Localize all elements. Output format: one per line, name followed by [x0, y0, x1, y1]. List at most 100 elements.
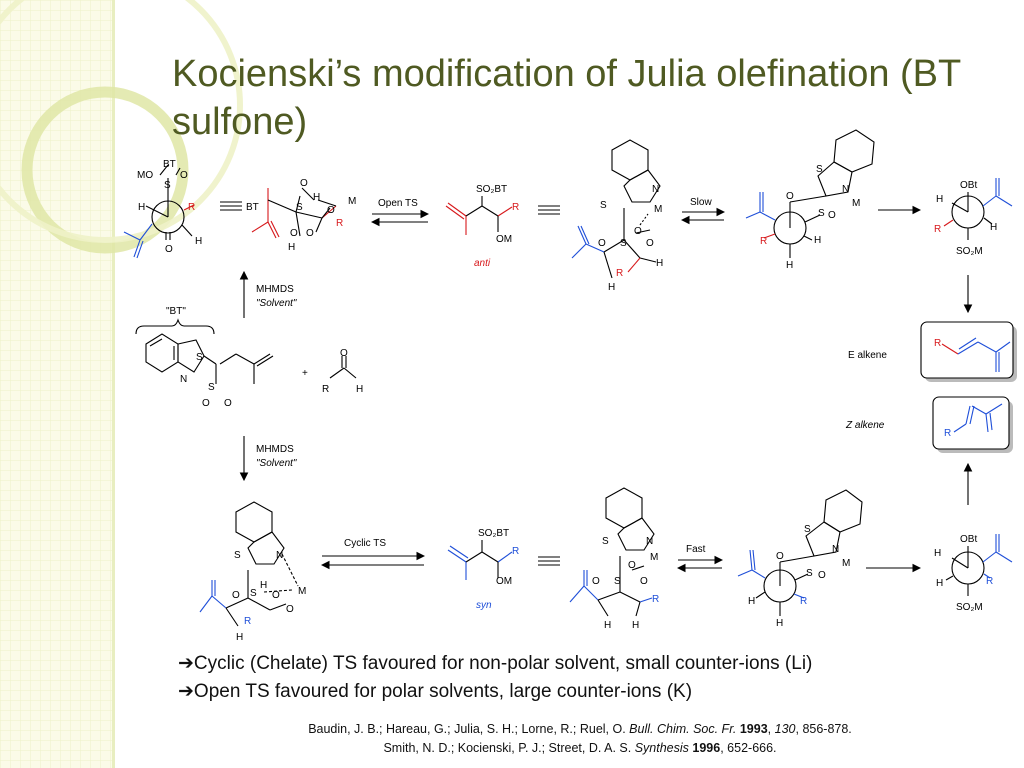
atom-O: O — [306, 228, 314, 239]
atom-S: S — [164, 180, 171, 191]
label-slow: Slow — [690, 197, 712, 208]
atom-S: S — [602, 536, 609, 547]
atom-M: M — [852, 198, 860, 209]
label-bt: "BT" — [166, 306, 186, 317]
atom-O: O — [646, 238, 654, 249]
reference-1: Baudin, J. B.; Hareau, G.; Julia, S. H.;… — [308, 722, 852, 736]
atom-O: O — [180, 170, 188, 181]
spiro-intermediate-syn — [737, 489, 863, 616]
atom-H: H — [356, 384, 363, 395]
atom-H: H — [260, 580, 267, 591]
label-solvent-top: "Solvent" — [256, 298, 297, 309]
label-cyclic-ts: Cyclic TS — [344, 538, 386, 549]
atom-H: H — [776, 618, 783, 629]
atom-O: O — [776, 551, 784, 562]
atom-R: R — [322, 384, 329, 395]
reference-2: Smith, N. D.; Kocienski, P. J.; Street, … — [383, 741, 777, 755]
label-mhmds-bottom: MHMDS — [256, 444, 294, 455]
atom-H: H — [288, 242, 295, 253]
bt-sulfone-chelate-cyclic — [199, 501, 299, 627]
atom-S: S — [600, 200, 607, 211]
atom-R: R — [616, 268, 623, 279]
atom-S: S — [296, 202, 303, 213]
atom-O: O — [286, 604, 294, 615]
bt-sulfone-chelate-open — [571, 139, 661, 279]
ref-year: 1996 — [692, 741, 721, 755]
atom-N: N — [646, 536, 653, 547]
atom-O: O — [628, 560, 636, 571]
label-mhmds-top: MHMDS — [256, 284, 294, 295]
atom-MO: MO — [137, 170, 153, 181]
atom-BT: BT — [163, 159, 176, 170]
atom-H: H — [195, 236, 202, 247]
atom-N: N — [276, 550, 283, 561]
atom-N: N — [842, 184, 849, 195]
anti-alkoxide — [445, 196, 513, 235]
atom-R: R — [934, 224, 941, 235]
label-syn: syn — [476, 600, 492, 611]
atom-S: S — [234, 550, 241, 561]
allyl-bt-sulfone — [145, 333, 274, 384]
label-e-alkene: E alkene — [848, 350, 887, 361]
atom-O: O — [232, 590, 240, 601]
sawhorse-anti-alkoxide — [251, 187, 337, 239]
equivalence-3 — [538, 556, 560, 566]
ref-authors: Baudin, J. B.; Hareau, G.; Julia, S. H.;… — [308, 722, 626, 736]
deco-ring-outer — [0, 0, 243, 243]
atom-R: R — [944, 428, 951, 439]
atom-O: O — [202, 398, 210, 409]
atom-O: O — [272, 590, 280, 601]
atom-H: H — [990, 222, 997, 233]
atom-O: O — [290, 228, 298, 239]
atom-S: S — [250, 588, 257, 599]
atom-S: S — [818, 208, 825, 219]
equivalence-2 — [538, 205, 560, 215]
ref-authors: Smith, N. D.; Kocienski, P. J.; Street, … — [383, 741, 632, 755]
atom-O: O — [598, 238, 606, 249]
atom-H: H — [934, 548, 941, 559]
atom-H: H — [138, 202, 145, 213]
atom-S: S — [620, 238, 627, 249]
atom-OBt: OBt — [960, 534, 977, 545]
label-fast: Fast — [686, 544, 706, 555]
atom-SO2M: SO₂M — [956, 602, 983, 613]
atom-M: M — [842, 558, 850, 569]
bt-sulfone-chelate-syn — [569, 487, 655, 617]
atom-O: O — [634, 226, 642, 237]
atom-R: R — [800, 596, 807, 607]
ref-journal: Bull. Chim. Soc. Fr. — [629, 722, 737, 736]
atom-OM: OM — [496, 576, 512, 587]
label-solvent-bottom: "Solvent" — [256, 458, 297, 469]
atom-BT: BT — [246, 202, 259, 213]
ref-volume: 130 — [774, 722, 796, 736]
arrow-icon: ➔ — [178, 681, 194, 702]
label-open-ts: Open TS — [378, 198, 418, 209]
atom-S: S — [804, 524, 811, 535]
fast-equilibrium-arrows — [676, 555, 724, 573]
bullet-text: Cyclic (Chelate) TS favoured for non-pol… — [193, 653, 813, 674]
bt-label-brace — [135, 318, 215, 335]
atom-S: S — [614, 576, 621, 587]
z-alkene-box — [932, 396, 1013, 453]
atom-O: O — [592, 576, 600, 587]
atom-OM: OM — [496, 234, 512, 245]
atom-O: O — [165, 244, 173, 255]
atom-O: O — [786, 191, 794, 202]
atom-SO2M: SO₂M — [956, 246, 983, 257]
atom-S: S — [806, 568, 813, 579]
atom-H: H — [748, 596, 755, 607]
atom-H: H — [936, 578, 943, 589]
atom-N: N — [652, 184, 659, 195]
atom-R: R — [512, 546, 519, 557]
atom-H: H — [936, 194, 943, 205]
equivalence-1 — [220, 201, 242, 211]
atom-O: O — [828, 210, 836, 221]
references: Baudin, J. B.; Hareau, G.; Julia, S. H.;… — [200, 720, 960, 758]
atom-R: R — [760, 236, 767, 247]
atom-OBt: OBt — [960, 180, 977, 191]
newman-anti-alkoxide — [123, 164, 195, 259]
bullet-text: Open TS favoured for polar solvents, lar… — [193, 681, 693, 702]
